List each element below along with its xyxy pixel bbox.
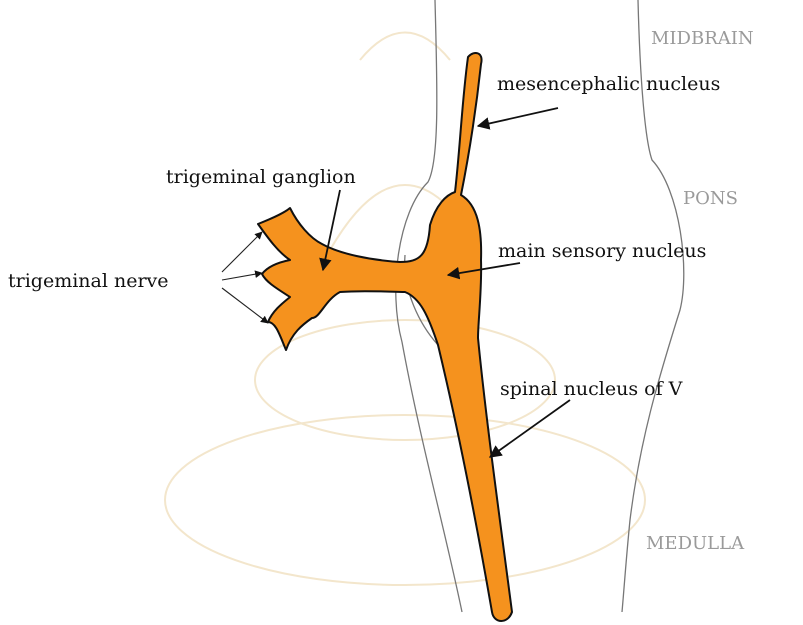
- trigeminal-nerve-leaders: [222, 232, 268, 323]
- arrow-mesencephalic: [478, 108, 558, 126]
- label-trigeminal-nerve: trigeminal nerve: [8, 270, 169, 292]
- region-label-pons: PONS: [683, 188, 738, 209]
- label-main-sensory-nucleus: main sensory nucleus: [498, 240, 706, 262]
- arrow-spinal-nucleus: [490, 400, 570, 457]
- label-mesencephalic-nucleus: mesencephalic nucleus: [497, 73, 720, 95]
- region-label-midbrain: MIDBRAIN: [651, 28, 754, 49]
- trigeminal-nucleus-complex: [258, 53, 512, 621]
- label-spinal-nucleus: spinal nucleus of V: [500, 378, 683, 400]
- watermark-seal: [165, 33, 645, 586]
- region-label-medulla: MEDULLA: [646, 533, 745, 554]
- label-trigeminal-ganglion: trigeminal ganglion: [166, 166, 356, 188]
